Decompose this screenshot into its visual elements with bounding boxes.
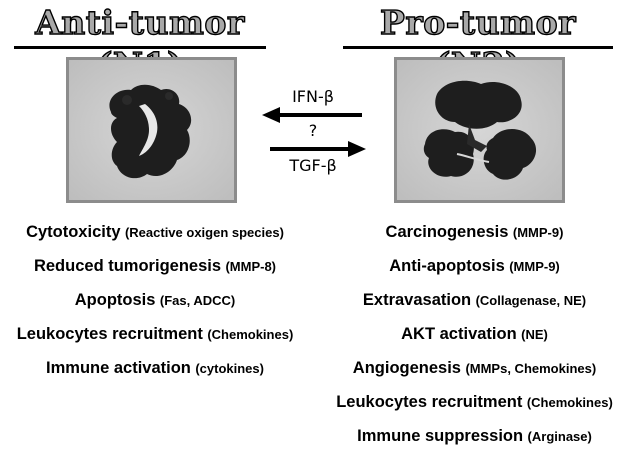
function-mediator: (Chemokines) [526,395,613,410]
n2-functions-list: Carcinogenesis (MMP-9)Anti-apoptosis (MM… [316,221,633,459]
n1-function-item: Leukocytes recruitment (Chemokines) [0,323,310,357]
arrow-left-icon [262,107,362,123]
n2-title-underline [343,46,613,49]
arrow-right-icon [270,141,366,157]
n1-function-item: Apoptosis (Fas, ADCC) [0,289,310,323]
function-name: Cytotoxicity [26,223,121,241]
function-name: AKT activation [401,325,517,343]
conversion-arrows [262,107,366,157]
function-mediator: (MMP-8) [225,259,277,274]
n2-function-item: Extravasation (Collagenase, NE) [316,289,633,323]
function-name: Leukocytes recruitment [336,393,523,411]
n1-functions-list: Cytotoxicity (Reactive oxigen species)Re… [0,221,310,391]
function-mediator: (Collagenase, NE) [475,293,587,308]
n2-neutrophil-image [394,57,565,203]
n2-lobe-left [423,129,474,177]
n2-function-item: AKT activation (NE) [316,323,633,357]
n2-title: Pro-tumor (N2) [379,2,576,84]
function-mediator: (Arginase) [527,429,592,444]
n2-lobe-right [483,129,537,180]
n1-title: Anti-tumor (N1) [34,2,245,84]
function-name: Anti-apoptosis [389,257,505,275]
n2-function-item: Leukocytes recruitment (Chemokines) [316,391,633,425]
n2-function-item: Immune suppression (Arginase) [316,425,633,459]
function-mediator: (Fas, ADCC) [159,293,236,308]
n2-neutrophil-illustration [397,60,562,200]
function-name: Extravasation [362,291,472,309]
function-mediator: (MMPs, Chemokines) [465,361,597,376]
n1-nucleus-highlight [139,104,158,156]
n1-neutrophil-illustration [69,60,234,200]
function-mediator: (MMP-9) [512,225,564,240]
function-name: Carcinogenesis [385,223,509,241]
n1-function-item: Cytotoxicity (Reactive oxigen species) [0,221,310,255]
n2-function-item: Anti-apoptosis (MMP-9) [316,255,633,289]
function-mediator: (MMP-9) [509,259,560,274]
question-label: ? [308,121,318,140]
n1-neutrophil-image [66,57,237,203]
function-name: Reduced tumorigenesis [33,257,222,275]
function-mediator: (NE) [521,327,548,342]
ifn-beta-label: IFN-β [292,87,334,106]
function-name: Angiogenesis [352,359,461,377]
n2-function-item: Angiogenesis (MMPs, Chemokines) [316,357,633,391]
function-name: Immune suppression [357,427,524,445]
n1-function-item: Reduced tumorigenesis (MMP-8) [0,255,310,289]
n2-lobe-top [435,80,522,129]
function-mediator: (Chemokines) [207,327,294,342]
function-mediator: (Reactive oxigen species) [124,225,284,240]
function-name: Leukocytes recruitment [16,325,203,343]
tgf-beta-label: TGF-β [289,156,337,175]
n2-lobe-bridge [467,124,487,152]
n2-function-item: Carcinogenesis (MMP-9) [316,221,633,255]
function-name: Apoptosis [74,291,156,309]
function-name: Immune activation [46,359,191,377]
n1-function-item: Immune activation (cytokines) [0,357,310,391]
n1-title-underline [14,46,266,49]
function-mediator: (cytokines) [195,361,264,376]
